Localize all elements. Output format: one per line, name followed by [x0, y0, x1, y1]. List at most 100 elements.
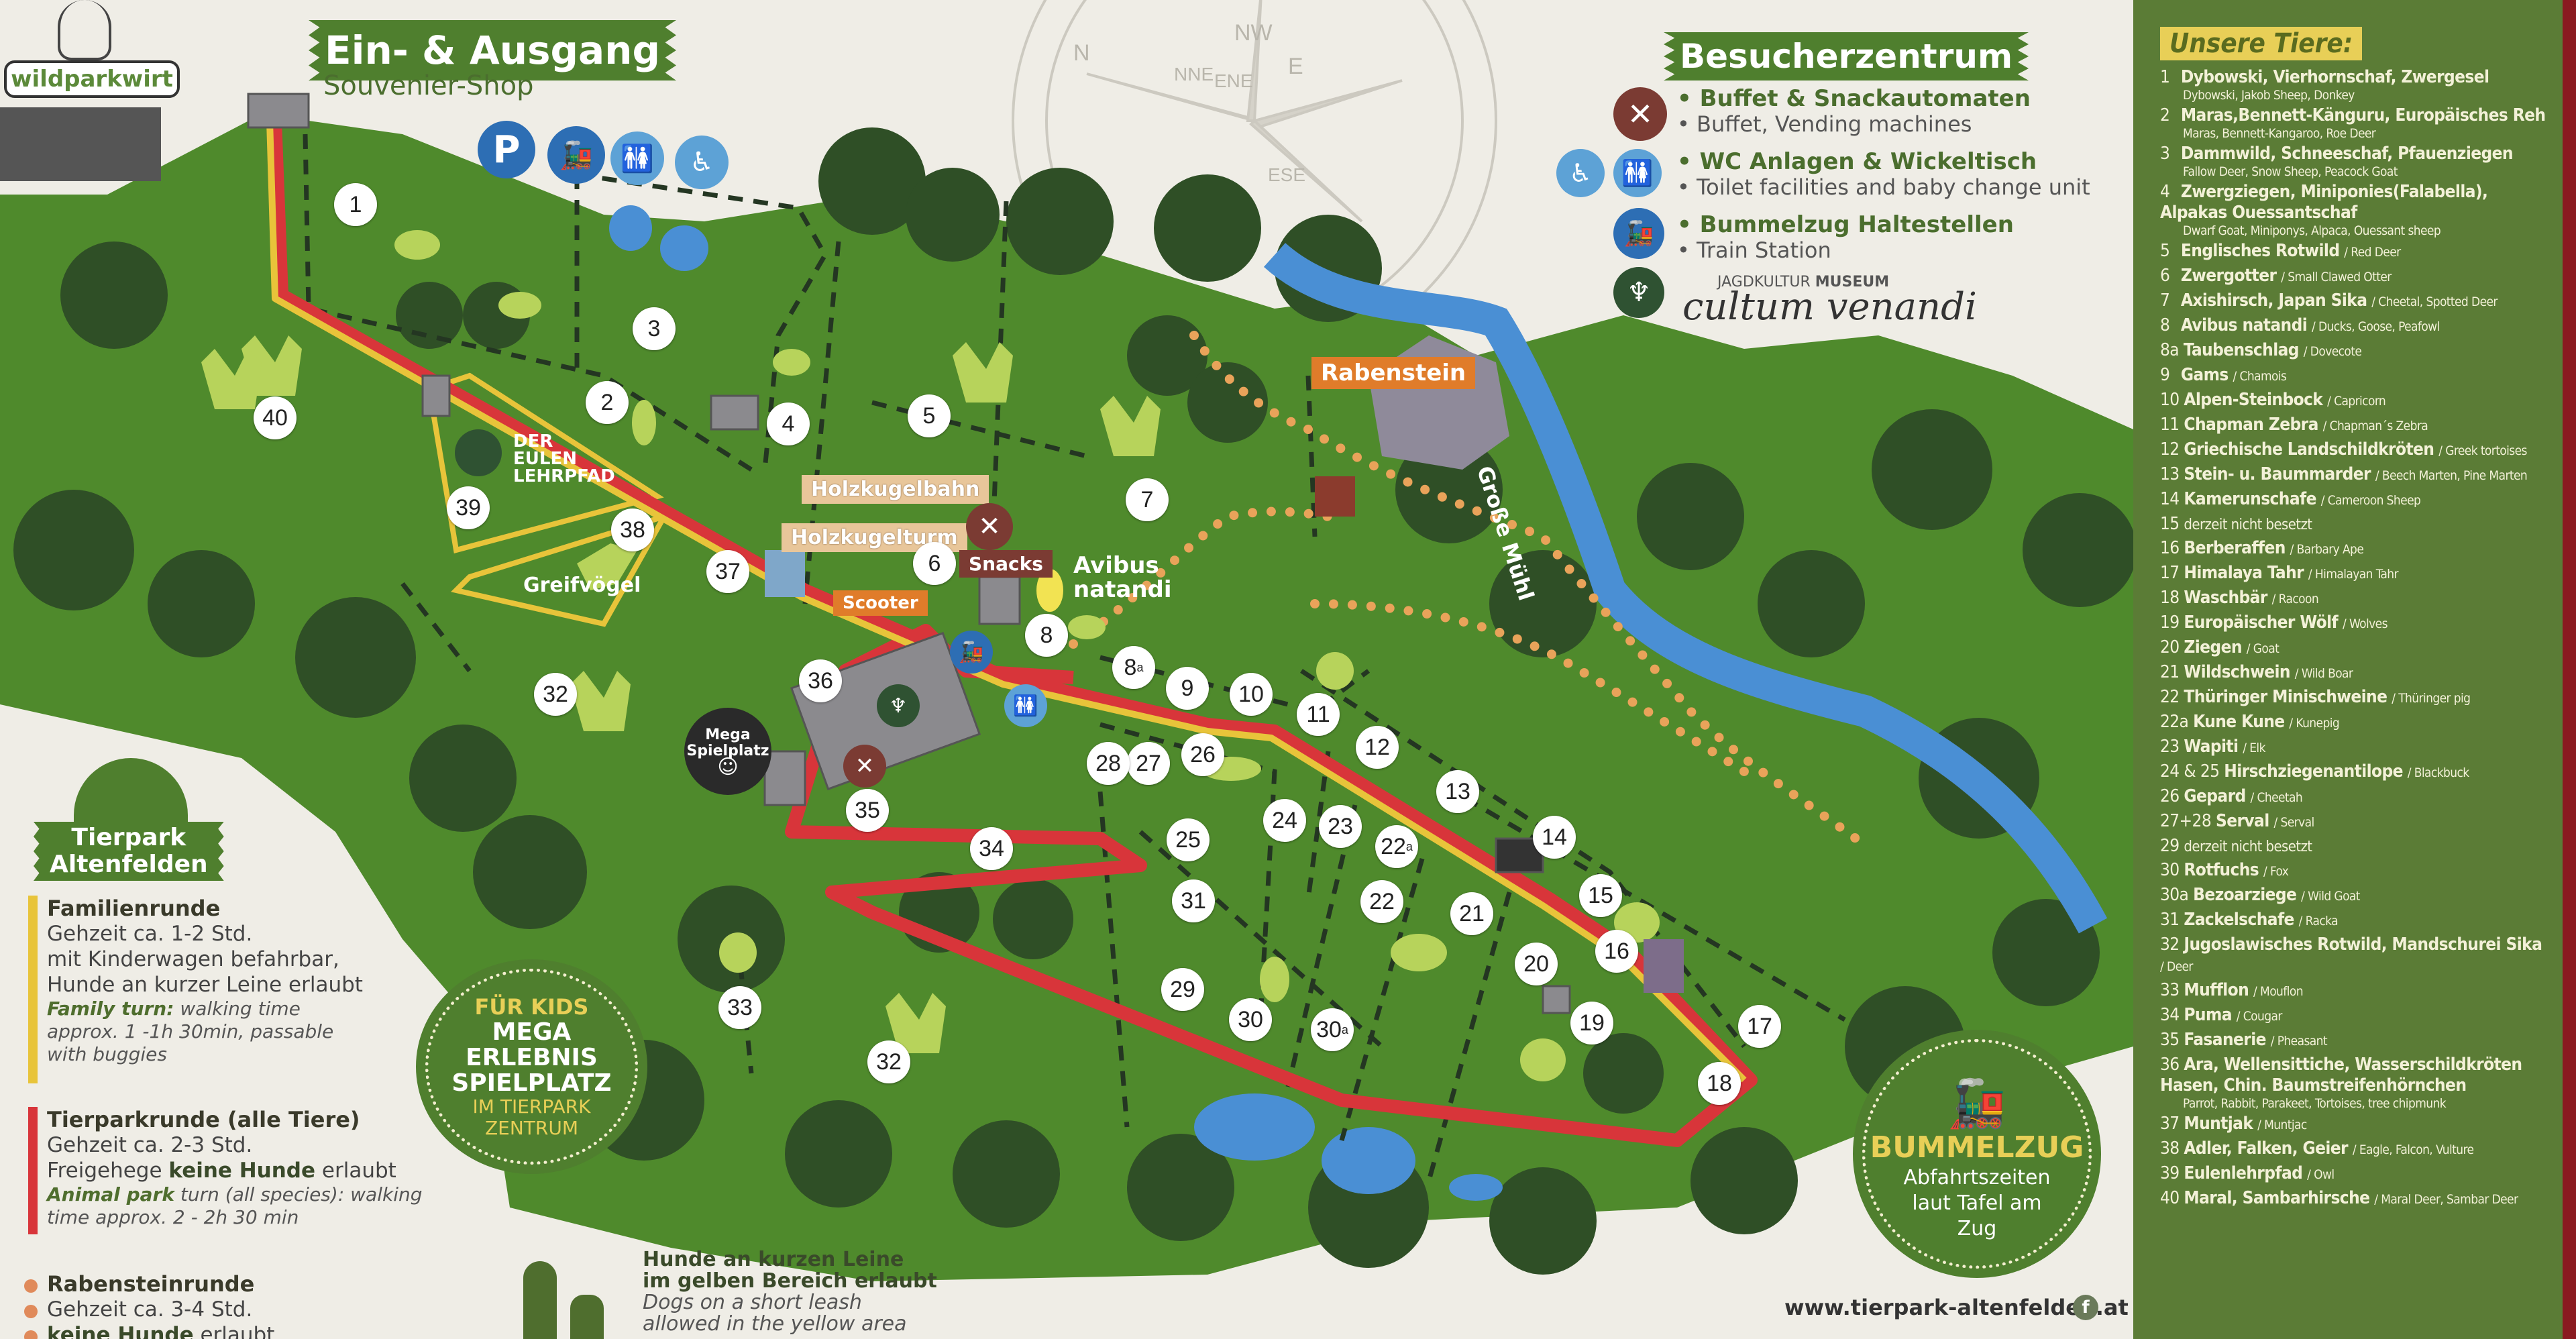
- label-line: DER: [513, 431, 553, 451]
- enclosure-marker[interactable]: 16: [1595, 930, 1638, 973]
- marker-number: 22: [1369, 888, 1395, 914]
- enclosure-marker[interactable]: 20: [1515, 943, 1558, 985]
- marker-number: 28: [1095, 750, 1121, 776]
- enclosure-marker[interactable]: 37: [706, 550, 749, 593]
- marker-number: 9: [1181, 675, 1194, 701]
- animal-name-de: Maral, Sambarhirsche: [2184, 1188, 2370, 1208]
- enclosure-marker[interactable]: 34: [970, 827, 1013, 870]
- enclosure-marker[interactable]: 33: [718, 986, 761, 1029]
- enclosure-marker[interactable]: 18: [1698, 1062, 1741, 1105]
- marker-number: 38: [620, 517, 645, 543]
- enclosure-marker[interactable]: 11: [1297, 693, 1340, 736]
- animal-name-de: Kamerunschafe: [2184, 489, 2316, 509]
- route-en: Family turn: walking time approx. 1 -1h …: [47, 998, 342, 1066]
- enclosure-marker[interactable]: 12: [1356, 726, 1399, 769]
- animal-name-de: Ziegen: [2184, 637, 2242, 657]
- enclosure-marker[interactable]: 25: [1167, 818, 1210, 861]
- enclosure-marker[interactable]: 31: [1172, 879, 1215, 922]
- enclosure-marker[interactable]: 2: [586, 381, 629, 424]
- enclosure-marker[interactable]: 30: [1229, 998, 1272, 1041]
- animal-name-de: Alpen-Steinbock: [2184, 390, 2323, 410]
- enclosure-marker[interactable]: 29: [1161, 968, 1204, 1011]
- enclosure-marker[interactable]: 28: [1087, 742, 1130, 785]
- enclosure-marker[interactable]: 14: [1533, 816, 1576, 859]
- animal-number: 8a: [2160, 340, 2180, 360]
- marker-number: 30: [1238, 1006, 1263, 1032]
- facebook-icon[interactable]: f: [2073, 1295, 2098, 1320]
- route-line: Freigehege keine Hunde erlaubt: [47, 1158, 476, 1183]
- enclosure-marker[interactable]: 8: [1025, 614, 1068, 657]
- enclosure-marker[interactable]: 19: [1570, 1002, 1613, 1045]
- animal-list-item: 13 Stein- u. Baummarder / Beech Marten, …: [2160, 464, 2528, 484]
- animal-name-en: Kunepig: [2296, 716, 2340, 731]
- animal-name-de: Rotfuchs: [2184, 860, 2259, 880]
- animal-list-item: 12 Griechische Landschildkröten / Greek …: [2160, 439, 2527, 460]
- enclosure-marker[interactable]: 36: [799, 659, 842, 702]
- animal-list-item: 32 Jugoslawisches Rotwild, Mandschurei S…: [2160, 934, 2542, 974]
- enclosure-marker[interactable]: 24: [1263, 799, 1306, 842]
- animal-name-en: Racka: [2305, 914, 2339, 928]
- enclosure-marker[interactable]: 21: [1450, 892, 1493, 935]
- enclosure-marker[interactable]: 40: [254, 396, 297, 439]
- enclosure-marker[interactable]: 10: [1230, 673, 1273, 716]
- dogs-note: Hunde an kurzen Leine im gelben Bereich …: [643, 1249, 937, 1335]
- enclosure-marker[interactable]: 26: [1181, 733, 1224, 776]
- bummelzug-badge: 🚂 BUMMELZUG Abfahrtszeiten laut Tafel am…: [1853, 1030, 2101, 1278]
- enclosure-marker[interactable]: 13: [1436, 770, 1479, 813]
- enclosure-marker[interactable]: 9: [1166, 667, 1209, 710]
- animal-name-en: Thüringer pig: [2398, 691, 2471, 706]
- route-line: mit Kinderwagen befahrbar,: [47, 947, 339, 971]
- animal-name-en: Barbary Ape: [2296, 542, 2364, 557]
- legend-rabensteinrunde: Rabensteinrunde Gehzeit ca. 3-4 Std. kei…: [24, 1271, 476, 1339]
- svg-text:NNE: NNE: [1174, 64, 1214, 85]
- animal-name-de: Jugoslawisches Rotwild, Mandschurei Sika: [2184, 934, 2542, 955]
- animal-name-en: Capricorn: [2334, 394, 2386, 409]
- owl-icon: [455, 429, 502, 476]
- animal-name-de: Hirschziegenantilope: [2224, 761, 2403, 782]
- animal-list-item: 36 Ara, Wellensittiche, Wasserschildkröt…: [2160, 1055, 2546, 1111]
- enclosure-marker[interactable]: 17: [1738, 1005, 1781, 1048]
- animal-list-item: 22 Thüringer Minischweine / Thüringer pi…: [2160, 687, 2471, 707]
- enclosure-marker[interactable]: 15: [1579, 874, 1622, 917]
- marker-suffix: a: [1341, 1022, 1348, 1036]
- animal-list-item: 26 Gepard / Cheetah: [2160, 786, 2303, 806]
- animal-name-en: Fallow Deer, Snow Sheep, Peacock Goat: [2183, 164, 2398, 179]
- enclosure-marker[interactable]: 22: [1360, 880, 1403, 923]
- enclosure-marker[interactable]: 38: [611, 508, 654, 551]
- animal-number: 15: [2160, 514, 2180, 534]
- route-line-pre: Freigehege: [47, 1159, 162, 1183]
- marker-number: 35: [855, 797, 880, 823]
- enclosure-marker[interactable]: 6: [913, 542, 956, 585]
- marker-number: 3: [647, 315, 661, 341]
- website-link[interactable]: www.tierpark-altenfelden.at: [1784, 1295, 2129, 1320]
- enclosure-marker[interactable]: 7: [1126, 478, 1169, 521]
- marker-number: 22: [1381, 833, 1406, 859]
- route-familienrunde: [266, 120, 1747, 1083]
- enclosure-marker[interactable]: 4: [767, 403, 810, 445]
- buffet-en: Buffet, Vending machines: [1697, 111, 1972, 137]
- marker-suffix: a: [1136, 660, 1144, 674]
- enclosure-marker[interactable]: 32: [534, 673, 577, 716]
- enclosure-marker[interactable]: 39: [447, 486, 490, 529]
- animal-number: 6: [2160, 266, 2170, 286]
- enclosure-marker[interactable]: 1: [334, 183, 377, 226]
- enclosure-marker[interactable]: 5: [908, 394, 951, 437]
- toilet-icon: 🚻: [610, 131, 664, 185]
- enclosure-marker[interactable]: 23: [1319, 805, 1362, 848]
- animal-name-en: Chamois: [2239, 369, 2287, 384]
- animal-list-item: 30 Rotfuchs / Fox: [2160, 860, 2289, 880]
- enclosure-marker[interactable]: 35: [846, 789, 889, 832]
- enclosure-marker[interactable]: 3: [633, 307, 676, 350]
- marker-number: 12: [1364, 734, 1390, 760]
- marker-number: 1: [349, 191, 362, 217]
- holzkugelbahn-sign: Holzkugelbahn: [802, 475, 989, 504]
- wc-en: Toilet facilities and baby change unit: [1697, 174, 2090, 200]
- animal-number: 30: [2160, 860, 2180, 880]
- animal-list-item: 38 Adler, Falken, Geier / Eagle, Falcon,…: [2160, 1138, 2474, 1159]
- enclosure-marker[interactable]: 32: [867, 1040, 910, 1083]
- route-color-red: [28, 1107, 38, 1234]
- enclosure-marker[interactable]: 27: [1127, 742, 1170, 785]
